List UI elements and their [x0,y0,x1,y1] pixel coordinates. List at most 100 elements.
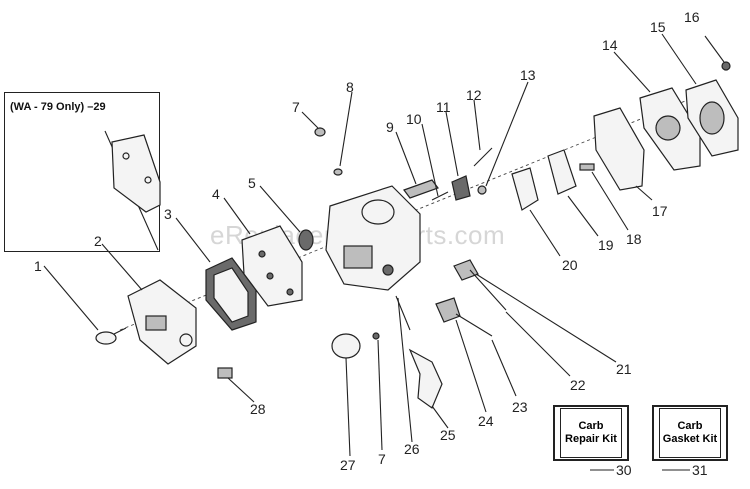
leader-28 [227,377,255,403]
screw-7-lower [372,332,380,340]
gasket-17 [593,107,645,191]
leader-7-bottom [377,339,383,451]
pin-12 [473,147,493,167]
valve-19 [547,149,577,195]
leader-1 [43,265,99,331]
diaphragm-hole [286,288,294,296]
leader-7-top [301,111,319,129]
leader-20 [529,209,561,257]
leader-15 [661,33,697,85]
callout-17: 17 [652,203,668,219]
callout-8: 8 [346,79,354,95]
leader-12 [473,99,481,151]
screw-28 [217,367,233,379]
leader-22 [505,311,571,377]
leader-5 [259,185,301,233]
leader-2 [101,243,143,291]
leader-23 [491,339,517,397]
callout-28: 28 [250,401,266,417]
variant-label: (WA - 79 Only) –29 [10,101,106,113]
callout-5: 5 [248,175,256,191]
leader-18 [591,171,629,231]
carburetor-boss [382,264,394,276]
diaphragm-hole [266,272,274,280]
disc-27 [331,333,361,359]
lever-11 [451,175,471,201]
screen-5 [298,229,314,251]
carb-repair-kit-label: Carb Repair Kit [560,408,622,458]
callout-14: 14 [602,37,618,53]
valve-20 [511,167,539,211]
cover-14-boss [655,115,681,141]
lever-25 [408,348,443,409]
plug-7-top [314,127,326,137]
spring-21 [453,259,479,281]
leader-27 [345,357,351,457]
callout-22: 22 [570,377,586,393]
leader-13 [485,81,529,187]
callout-7-top: 7 [292,99,300,115]
pump-cover-boss [145,315,167,331]
callout-2: 2 [94,233,102,249]
leader-9 [395,131,417,185]
screw-18 [579,163,595,171]
plate-15-center [699,101,725,135]
screw-1-shank [113,327,127,335]
leader-21 [475,273,617,363]
leader-11 [445,111,459,177]
leader-4 [223,197,251,235]
gasket-29-shape [111,134,161,213]
gasket-29-hole [144,176,152,184]
diaphragm-4 [241,225,303,307]
leader-8 [339,91,353,167]
clip-13 [477,185,487,195]
screw-1-head [95,331,117,345]
callout-19: 19 [598,237,614,253]
pump-cover-fitting [179,333,193,347]
callout-23: 23 [512,399,528,415]
callout-30: 30 [616,462,632,478]
leader-24 [455,319,487,413]
screw-16-head [721,61,731,71]
callout-31: 31 [692,462,708,478]
callout-9: 9 [386,119,394,135]
callout-16: 16 [684,9,700,25]
leader-26 [397,297,413,443]
callout-1: 1 [34,258,42,274]
callout-7-bottom: 7 [378,451,386,467]
spring-10 [431,191,449,201]
carb-gasket-kit-box: Carb Gasket Kit [652,405,728,461]
callout-4: 4 [212,186,220,202]
callout-25: 25 [440,427,456,443]
callout-21: 21 [616,361,632,377]
leader-25 [431,405,449,429]
callout-20: 20 [562,257,578,273]
callout-10: 10 [406,111,422,127]
callout-15: 15 [650,19,666,35]
shaft-9 [403,179,439,199]
callout-18: 18 [626,231,642,247]
screw-16 [704,35,725,63]
needle-23 [455,313,493,337]
carb-gasket-kit-label: Carb Gasket Kit [659,408,721,458]
callout-3: 3 [164,206,172,222]
leader-17 [635,185,653,201]
callout-24: 24 [478,413,494,429]
carburetor-block [343,245,373,269]
diaphragm-hole [258,250,266,258]
gasket-29-hole [122,152,130,160]
spring-24 [435,297,461,323]
carburetor-bore [361,199,395,225]
needle-21 [469,269,507,311]
leader-3 [175,217,211,263]
leader-19 [567,195,599,237]
callout-12: 12 [466,87,482,103]
carb-repair-kit-box: Carb Repair Kit [553,405,629,461]
callout-27: 27 [340,457,356,473]
leader-10 [421,123,439,197]
gasket-3-inner [213,267,249,323]
callout-26: 26 [404,441,420,457]
ring-8 [333,168,343,176]
leader-14 [613,51,651,93]
